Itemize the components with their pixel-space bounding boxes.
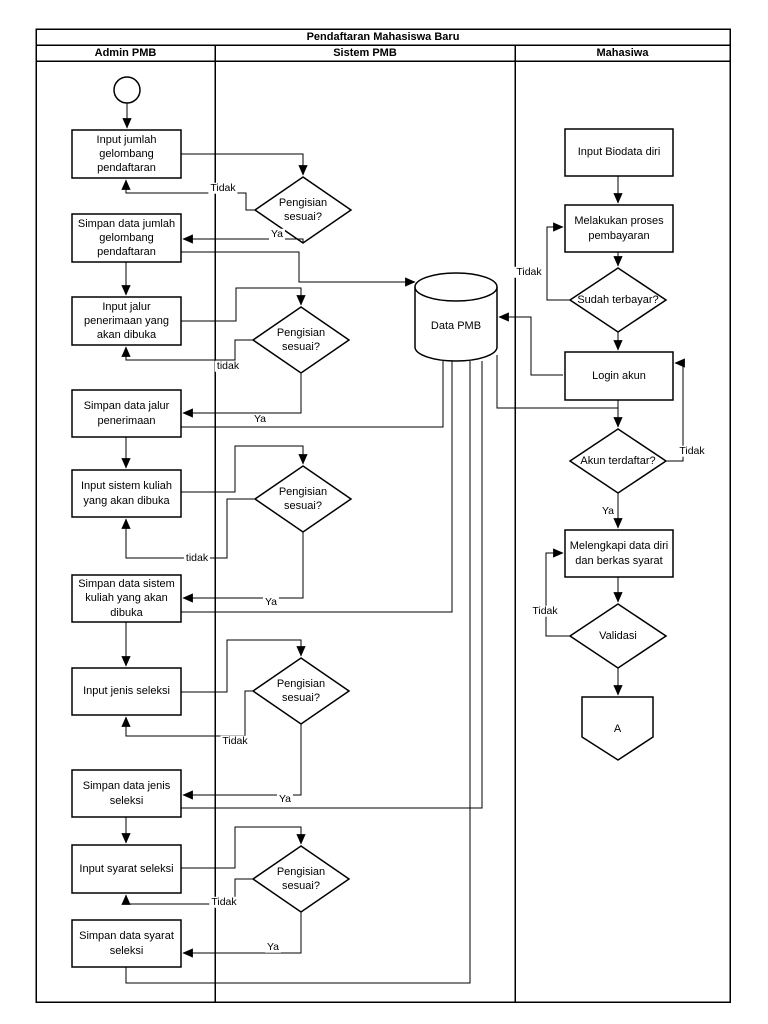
label-pengisian-sesuai-2: Pengisian sesuai? — [276, 326, 326, 353]
label-input-biodata: Input Biodata diri — [577, 146, 661, 159]
process-input-jumlah-gelombang — [71, 129, 182, 179]
edge-label-pengisian2-tidak: tidak — [214, 359, 242, 372]
label-pengisian-sesuai-5: Pengisian sesuai? — [276, 865, 326, 892]
label-validasi: Validasi — [599, 629, 637, 642]
edge-datastore-to-simpan-jenis — [181, 361, 483, 809]
offpage-connector-a — [581, 696, 654, 761]
label-input-jalur-penerimaan: Input jalur penerimaan yang akan dibuka — [83, 300, 169, 342]
edge-input-sistem-to-d3 — [181, 445, 308, 493]
label-simpan-sistem-kuliah: Simpan data sistem kuliah yang akan dibu… — [78, 578, 175, 619]
label-melengkapi-data-diri: Melengkapi data diri dan berkas syarat — [569, 540, 669, 567]
process-input-syarat-seleksi — [71, 844, 182, 894]
edge-terbayar-tidak — [546, 222, 570, 301]
edge-label-terdaftar-ya: Ya — [599, 504, 617, 517]
label-connector-a: A — [613, 722, 622, 735]
datastore-data-pmb-top — [414, 272, 498, 302]
process-melengkapi-data-diri — [564, 529, 674, 578]
label-akun-terdaftar: Akun terdaftar? — [580, 454, 656, 467]
edge-label-pengisian2-ya: Ya — [251, 412, 269, 425]
label-simpan-jumlah-gelombang: Simpan data jumlah gelombang pendaftaran — [77, 217, 176, 259]
label-simpan-syarat-seleksi: Simpan data syarat seleksi — [79, 930, 174, 957]
edge-input-jumlah-to-d1 — [181, 153, 308, 176]
edge-input-jenis-to-d4 — [181, 639, 306, 693]
edge-d2-tidak — [121, 339, 253, 361]
edge-label-pengisian5-tidak: Tidak — [209, 895, 239, 908]
label-sudah-terbayar: Sudah terbayar? — [577, 293, 659, 306]
label-pengisian-sesuai-1: Pengisian sesuai? — [278, 196, 328, 223]
datastore-data-pmb-body — [414, 287, 498, 362]
edge-d2-ya — [182, 373, 302, 418]
process-simpan-syarat-seleksi — [71, 919, 182, 968]
lane-header-sistem-pmb: Sistem PMB — [333, 46, 397, 59]
edge-label-pengisian3-tidak: tidak — [183, 551, 211, 564]
label-login-akun: Login akun — [592, 369, 646, 382]
label-data-pmb: Data PMB — [430, 319, 482, 332]
label-melakukan-pembayaran: Melakukan proses pembayaran — [574, 215, 664, 242]
process-input-jalur-penerimaan — [71, 296, 182, 346]
edge-d4-ya — [182, 724, 302, 800]
label-pengisian-sesuai-4: Pengisian sesuai? — [276, 677, 326, 704]
process-simpan-jalur-penerimaan — [71, 389, 182, 438]
edge-label-pengisian3-ya: Ya — [262, 595, 280, 608]
edge-datastore-to-simpan-jalur — [181, 361, 444, 428]
label-pengisian-sesuai-3: Pengisian sesuai? — [278, 485, 328, 512]
label-input-jumlah-gelombang: Input jumlah gelombang pendaftaran — [96, 133, 157, 175]
edge-label-terdaftar-tidak: Tidak — [677, 444, 707, 457]
edge-d1-tidak — [121, 179, 255, 211]
edge-validasi-tidak — [545, 548, 570, 637]
pool-border — [35, 28, 731, 1003]
process-simpan-sistem-kuliah — [71, 574, 182, 623]
edge-d1-ya — [182, 234, 304, 244]
decision-pengisian-sesuai-1 — [253, 176, 353, 244]
edge-label-pengisian1-tidak: Tidak — [208, 181, 238, 194]
edge-label-pengisian1-ya: Ya — [268, 227, 286, 240]
label-input-syarat-seleksi: Input syarat seleksi — [79, 862, 174, 875]
edge-label-pengisian5-ya: Ya — [264, 940, 282, 953]
lane-header-admin-pmb: Admin PMB — [94, 46, 157, 59]
process-input-sistem-kuliah — [71, 469, 182, 518]
edge-login-to-datastore — [498, 312, 563, 376]
edge-datastore-to-simpan-sistem — [181, 361, 453, 613]
pool-title: Pendaftaran Mahasiswa Baru — [306, 30, 460, 43]
swimlane-frame — [35, 28, 731, 1003]
label-simpan-jalur-penerimaan: Simpan data jalur penerimaan — [83, 400, 170, 427]
edge-input-syarat-to-d5 — [181, 826, 306, 869]
start-node — [113, 76, 141, 104]
edges — [121, 103, 685, 984]
process-input-biodata — [564, 128, 674, 177]
edge-d5-ya — [182, 912, 302, 958]
label-input-sistem-kuliah: Input sistem kuliah yang akan dibuka — [80, 480, 173, 507]
edge-label-pengisian4-ya: Ya — [276, 792, 294, 805]
process-login-akun — [564, 351, 674, 401]
edge-simpan-syarat-to-datastore — [125, 361, 471, 984]
process-simpan-jumlah-gelombang — [71, 213, 182, 263]
edge-terdaftar-tidak — [666, 358, 685, 462]
label-input-jenis-seleksi: Input jenis seleksi — [83, 685, 170, 698]
edge-label-validasi-tidak: Tidak — [530, 604, 560, 617]
lane-header-mahasiwa: Mahasiwa — [596, 46, 649, 59]
edge-datastore-to-terdaftar — [496, 355, 618, 409]
process-melakukan-pembayaran — [564, 204, 674, 253]
edge-d3-ya — [182, 532, 304, 603]
process-simpan-jenis-seleksi — [71, 769, 182, 818]
edge-d3-tidak — [121, 498, 255, 559]
label-simpan-jenis-seleksi: Simpan data jenis seleksi — [82, 780, 171, 807]
edge-label-pengisian4-tidak: Tidak — [220, 734, 250, 747]
edge-input-jalur-to-d2 — [181, 287, 306, 322]
edge-label-terbayar-tidak: Tidak — [514, 265, 544, 278]
edge-simpan-jumlah-to-datastore — [181, 251, 416, 287]
